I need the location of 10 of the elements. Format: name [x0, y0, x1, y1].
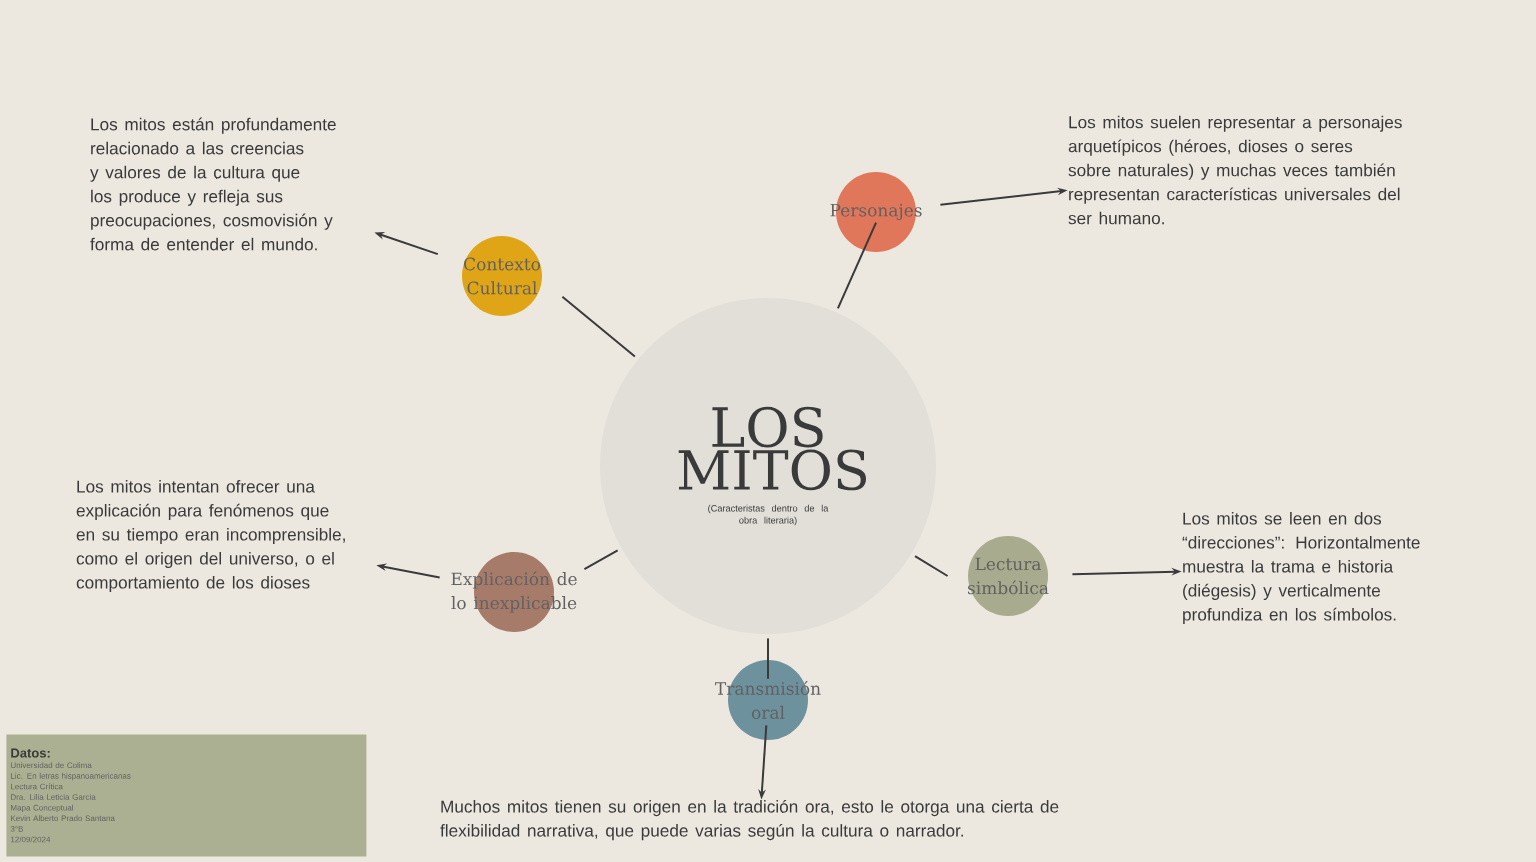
description-text: Los mitos suelen representar a personajes arquetípicos (héroes, dioses o seres sobre naturales) y muchas veces también representan características universales del ser humano.	[1068, 115, 1402, 225]
connector-line	[561, 295, 636, 358]
description-text: Muchos mitos tienen su origen en la tradición ora, esto le otorga una cierta de flexibilidad narrativa, que puede varias según la cultura o narrador.	[440, 799, 1059, 841]
description-text: Los mitos intentan ofrecer una explicación para fenómenos que en su tiempo eran incomprensible, como el origen del universo, o el comportamiento de los dioses	[76, 480, 345, 593]
connector-line	[583, 549, 619, 571]
connector-line	[836, 221, 877, 310]
connector-line	[914, 555, 949, 577]
description-text: Los mitos están profundamente relacionado a las creencias y valores de la cultura que los produce y refleja sus preocupaciones, cosmovisión y forma de entender el mundo.	[90, 117, 336, 251]
description-text: Los mitos se leen en dos “direcciones”: Horizontalmente muestra la trama e historia (diégesis) y verticalmente profundiza en los símbolos.	[1182, 512, 1420, 625]
connector-line	[767, 637, 769, 680]
